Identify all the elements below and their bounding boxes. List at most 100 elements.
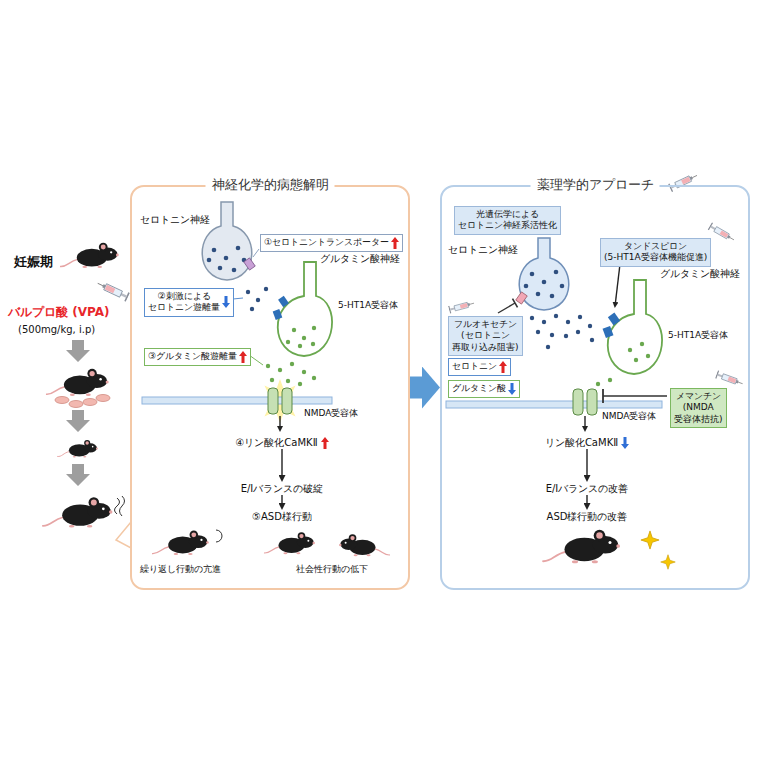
increase-arrow: [391, 237, 399, 249]
callout-tail: [116, 522, 131, 548]
text-group: リン酸化CaMKⅡ: [545, 436, 618, 449]
flow-step: E/Iバランスの改善: [517, 482, 657, 495]
vesicle: [640, 342, 644, 346]
serotonin-dot: [246, 290, 250, 294]
vesicle: [236, 246, 241, 251]
node-text: E/Iバランスの改善: [546, 482, 629, 495]
text-group: グルタミン酸: [452, 383, 506, 394]
social-mouse: [339, 534, 390, 556]
receptor-label: 5-HT1A受容体: [668, 330, 728, 341]
text-group: セロトニン: [452, 361, 497, 372]
text-group: ①セロトニントランスポーター: [264, 237, 389, 248]
increase-arrow: [321, 437, 329, 449]
stage-label: 妊娠期: [14, 254, 53, 270]
vesicle: [302, 336, 306, 340]
node-text: ②刺激による セロトニン遊離量: [148, 291, 220, 314]
dose-label: (500mg/kg, i.p): [18, 324, 95, 336]
drug-label: バルプロ酸 (VPA): [8, 305, 109, 319]
step-arrow: [66, 464, 90, 486]
glutamate-dot: [608, 378, 612, 382]
receptor-5ht1a: [603, 326, 614, 338]
serotonin-dot: [256, 298, 260, 302]
serotonin-dot: [590, 338, 594, 342]
treatment-box: タンドスピロン(5-HT1A受容体機能促進): [600, 238, 711, 267]
treatment-box: メマンチン(NMDA 受容体拮抗): [670, 388, 727, 428]
nmda-receptor: [268, 388, 278, 414]
flow-step: ⑤ASD様行動: [212, 510, 352, 523]
vesicle: [286, 340, 290, 344]
activation-arrow: [616, 264, 621, 302]
receptor-5ht1a: [273, 309, 283, 320]
serotonin-dot: [550, 333, 554, 337]
transporter: [244, 258, 255, 270]
leader-line: [249, 355, 263, 365]
node-text: (セロトニン 再取り込み阻害): [452, 330, 519, 353]
serotonin-dot: [542, 320, 546, 324]
section-panel: 神経化学的病態解明①セロトニントランスポーター②刺激による セロトニン遊離量③グ…: [130, 185, 410, 590]
glutamate-dot: [298, 382, 302, 386]
text-group: フルオキセチン(セロトニン 再取り込み阻害): [452, 319, 519, 353]
treatment-box: フルオキセチン(セロトニン 再取り込み阻害): [448, 316, 523, 356]
agitation-mark: [115, 498, 120, 514]
inhibition-line: [603, 395, 667, 396]
callout-box: ①セロトニントランスポーター: [260, 234, 403, 252]
text-group: ⑤ASD様行動: [252, 510, 312, 523]
glutamate-dot: [266, 364, 270, 368]
vesicle: [634, 358, 638, 362]
agitation-mark: [120, 496, 125, 516]
neuron-label: グルタミン酸神経: [660, 268, 740, 280]
neuron-label: セロトニン神経: [448, 244, 518, 256]
node-text: タンドスピロン: [624, 241, 687, 252]
receptor-5ht1a: [278, 296, 289, 307]
decrease-arrow: [222, 296, 230, 308]
flow-arrow: [281, 449, 282, 475]
nmda-receptor: [587, 389, 597, 415]
pup: [96, 395, 110, 402]
vesicle: [212, 248, 217, 253]
repetitive-mouse: [152, 531, 209, 556]
serotonin-neuron: [202, 202, 252, 280]
decrease-arrow: [621, 437, 629, 449]
syringe-icon: [448, 299, 475, 313]
node-text: ③グルタミン酸遊離量: [148, 351, 237, 362]
node-text: 光遺伝学による セロトニン神経系活性化: [458, 209, 557, 232]
receptor-label: NMDA受容体: [304, 408, 358, 419]
improved-mouse: [542, 530, 620, 564]
decrease-arrow: [222, 296, 230, 308]
vesicle: [646, 354, 650, 358]
young-mouse: [57, 440, 98, 458]
syringe-icon: [668, 171, 699, 192]
transition-arrow: [410, 377, 422, 399]
flow-arrow: [586, 449, 587, 475]
node-text: リン酸化CaMKⅡ: [545, 436, 618, 449]
text-group: E/Iバランスの破綻: [241, 482, 324, 495]
text-group: タンドスピロン(5-HT1A受容体機能促進): [604, 241, 707, 264]
vesicle: [232, 268, 237, 273]
glutamate-dot: [302, 370, 306, 374]
vesicle: [312, 326, 316, 330]
glutamate-dot: [286, 379, 290, 383]
glutamate-dot: [312, 376, 316, 380]
vesicle: [292, 328, 296, 332]
signal-arrow: [279, 416, 280, 426]
serotonin-dot: [250, 307, 254, 311]
node-text: フルオキセチン: [454, 319, 517, 330]
inhibition-line: [498, 303, 515, 313]
vesicle: [530, 272, 535, 277]
vesicle: [298, 344, 302, 348]
inhibition-bar: [602, 389, 604, 403]
vesicle: [560, 284, 565, 289]
glutamate-neuron: [278, 262, 332, 356]
leader-line: [253, 249, 259, 257]
flow-step: ④リン酸化CaMKⅡ: [212, 436, 352, 449]
vesicle: [628, 348, 632, 352]
vesicle: [554, 270, 559, 275]
increase-arrow: [499, 361, 507, 373]
pup: [69, 401, 83, 408]
flow-arrow: [586, 495, 587, 503]
vesicle: [218, 266, 223, 271]
text-group: ④リン酸化CaMKⅡ: [235, 436, 317, 449]
decrease-arrow: [621, 437, 629, 449]
vesicle: [207, 258, 212, 263]
